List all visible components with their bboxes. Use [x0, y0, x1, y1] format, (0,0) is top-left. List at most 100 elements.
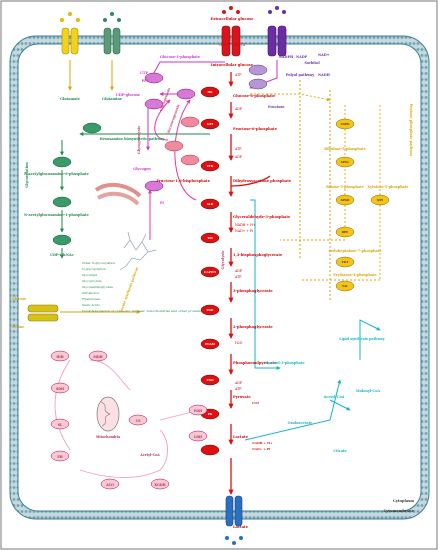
label-pg2: 2-phosphoglycerate: [233, 325, 273, 329]
transporter-sglt: [267, 6, 287, 57]
glycolysis-enzyme-gapdh: GAPDH: [204, 270, 216, 274]
label-sorbitol: Sorbitol: [304, 61, 320, 65]
label-glutamate: Glutamate: [60, 97, 80, 101]
label-intracellular-glucose: Intracellular glucose: [211, 63, 254, 67]
label-cofactor-co2: CO2: [252, 401, 259, 405]
glycogen-cluster: [119, 231, 157, 271]
label-cofactor-utp: UTP: [140, 71, 148, 75]
label-ribulose-5p: Ribulose-5-phosphate: [324, 147, 366, 151]
label-cofactor-adp-2: ADP: [234, 155, 243, 159]
tca-enzyme-sl: SL: [58, 423, 63, 427]
glycosylation-item: GPI-anchor: [82, 291, 100, 295]
mitochondria: [96, 396, 120, 432]
glycolysis-enzyme-pgk: PGK: [207, 308, 214, 312]
label-acetyl-coa: Acetyl-CoA: [323, 395, 345, 399]
label-cofactor-adp-4: ADP: [234, 381, 243, 385]
glycosylation-item: Hyaluronan: [82, 297, 100, 301]
glycolysis-enzyme-pfk: PFK: [207, 164, 214, 168]
ppp-enzyme-6pgd: 6PGD: [341, 198, 350, 202]
label-lactate-out: Lactate: [233, 525, 249, 529]
hexosamine-nodes: [52, 122, 102, 246]
label-cofactor-nad: NAD+ + Pi: [235, 229, 253, 233]
enzyme-ldh: LDH: [194, 435, 202, 439]
label-glycine: Glycine: [12, 297, 26, 301]
glycosylation-item: Glycoprotein: [82, 279, 102, 283]
label-oxaloacetate: Oxaloacetate: [288, 421, 313, 425]
tca-enzyme-idh: IDH: [56, 355, 63, 359]
gluconeogenesis-arrows: [148, 99, 197, 240]
enzyme-pdh: PDH: [194, 409, 202, 413]
enzyme-nodes: [200, 86, 220, 456]
label-glycolysis: Glycolysis: [221, 250, 225, 269]
glycolysis-enzyme-eno: ENO: [206, 378, 214, 382]
glycolysis-enzyme-gpi: GPI: [207, 122, 213, 126]
label-fructose: Fructose: [268, 105, 285, 109]
label-pep: Phosphoenolpyruvate: [233, 361, 277, 365]
glycosylation-list: Other O-glycosylation N-glycosylation Gl…: [82, 261, 202, 313]
gluconeogenesis-nodes: [164, 116, 200, 166]
label-nadp: NADP: [296, 55, 308, 59]
hexosamine-arrows: [60, 132, 210, 259]
label-cofactor-adp-3: ADP: [234, 269, 243, 273]
label-glycogenolysis: Glycogenolysis: [137, 126, 141, 154]
glycosylation-item: Sialic Acids: [82, 303, 100, 307]
label-extracellular-glucose: Extracellular glucose: [211, 17, 255, 21]
cytoplasm-area: [17, 43, 422, 512]
tca-nodes: [50, 350, 208, 490]
glycosylation-item: Glycolipid: [82, 273, 97, 277]
label-polyol-pathway: Polyol pathway: [286, 73, 315, 77]
label-transporter-glut: GLUT1 - GLUT4: [219, 43, 245, 47]
ppp-enzyme-rpe: RPE: [342, 230, 349, 234]
label-bpg: 1,3-bisphosphoglycerate: [233, 253, 283, 257]
glycolysis-enzyme-ald: ALD: [206, 202, 214, 206]
label-udp-glcnac: UDP-GlcNAc: [50, 253, 74, 257]
label-mitochondria: Mitochondria: [96, 435, 120, 439]
tca-enzyme-fh: FH: [57, 455, 62, 459]
label-transporter-sglt: SGLT1: [271, 43, 284, 47]
glycosylation-item: Other O-glycosylation: [82, 261, 115, 265]
label-fructose-6p: Fructose-6-phosphate: [233, 127, 278, 131]
label-glucose-1p: Glucose-1-phosphate: [160, 55, 200, 59]
label-cofactor-nadh-2: NADH + H+: [252, 441, 273, 445]
label-cofactor-atp-1: ATP: [234, 73, 242, 77]
label-pentose-phosphate: Pentose phosphate pathway: [409, 104, 413, 158]
ppp-nodes: [335, 118, 390, 292]
label-glutamine: Glutamine: [102, 97, 122, 101]
label-fructose-16bp: Fructose-1,6-bisphosphate: [156, 179, 210, 183]
label-cofactor-ppi: PPi: [142, 79, 149, 83]
glycosylation-item: N-glycosylation: [82, 267, 106, 271]
label-cofactor-nad-2: NAD+ + Pi: [252, 447, 271, 451]
label-dhap: Dihydroxyacetone phosphate: [233, 179, 292, 183]
label-cofactor-h2o: H2O: [235, 341, 243, 345]
label-ribose-5p: Ribose-5-phosphate: [326, 185, 364, 189]
transporter-yellow: [60, 12, 80, 55]
label-g3p: Glyceraldehyde-3-phosphate: [233, 215, 291, 219]
tca-arrows: [54, 359, 201, 478]
label-hexosamine: Hexosamine biosynthetic pathway: [100, 137, 166, 141]
label-n-acetylglucosamine-1p: N-acetylglucosamine-1-phosphate: [24, 213, 89, 217]
ppp-enzyme-6pgl: 6PGL: [341, 160, 349, 164]
glycolysis-enzyme-pgam: PGAM: [205, 342, 215, 346]
transporter-lactate: [225, 495, 243, 545]
ppp-enzyme-tkt: TKT: [342, 260, 350, 264]
glycogen-nodes: [144, 64, 268, 192]
label-erythrose-4p: Erythrose-4-phosphate: [333, 273, 376, 277]
label-udp-glucose: UDP-glucose: [116, 93, 140, 97]
label-cofactor-pi: Pi: [160, 201, 165, 205]
label-glucose-6p: Glucose-6-phosphate: [233, 94, 276, 98]
label-glycogen: Glycogen: [133, 167, 151, 171]
glycolysis-enzyme-hk: HK: [207, 90, 213, 94]
glycosylation-item: Glycosaminoglycans: [82, 285, 113, 289]
label-malonyl-coa: Malonyl-CoA: [356, 389, 381, 393]
tca-enzyme-cs: CS: [136, 419, 142, 423]
label-cofactor-nadh: NADH + H+: [235, 223, 256, 227]
label-acetyl-coa-cs: Acetyl-CoA: [139, 453, 160, 457]
label-glycosylation: Glycosylation: [25, 162, 29, 188]
label-lactate-in: Lactate: [233, 435, 249, 439]
tca-enzyme-aco: ACO: [105, 483, 114, 487]
label-lipid-synthesis: Lipid synthesis pathway: [339, 337, 385, 341]
transporter-glut: [221, 6, 241, 57]
label-cytoplasm: Cytoplasm: [393, 499, 414, 503]
label-nadph: NADPH: [279, 55, 294, 59]
